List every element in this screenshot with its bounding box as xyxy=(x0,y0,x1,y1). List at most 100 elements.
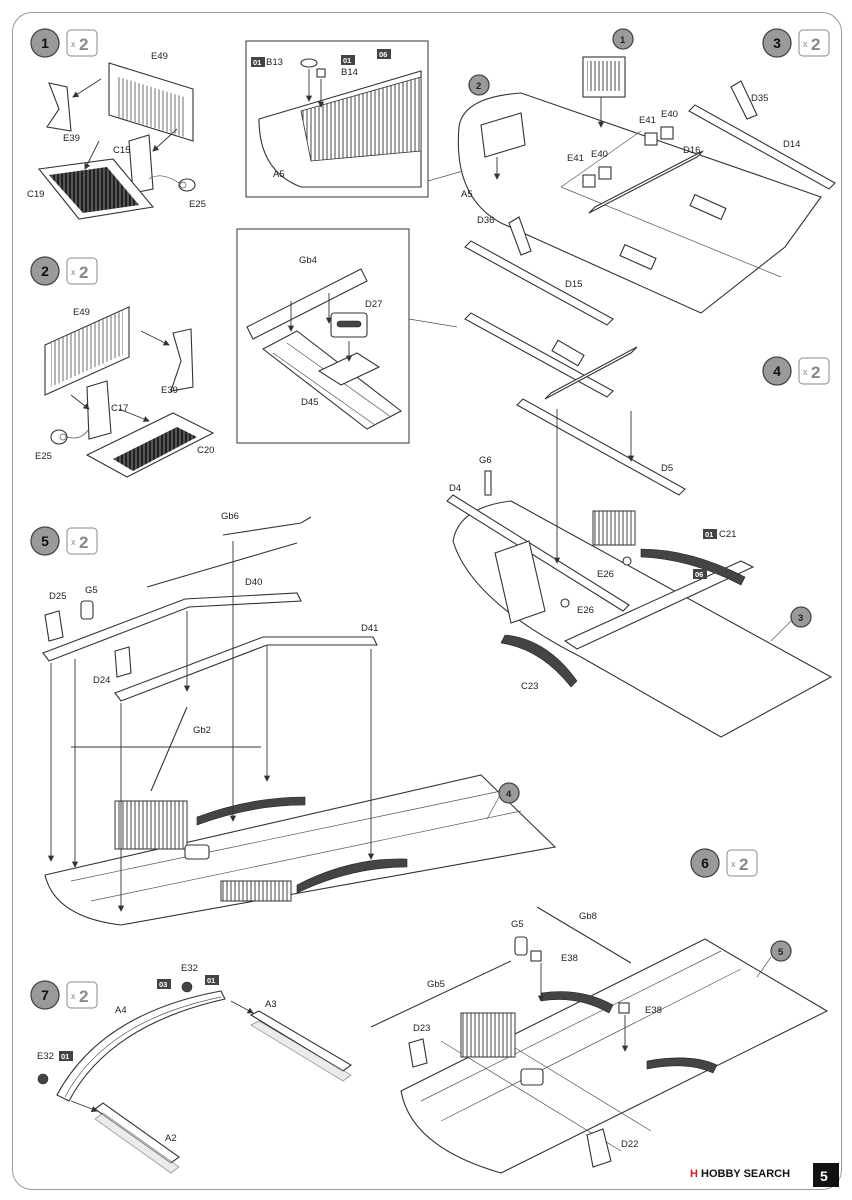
part-d16 xyxy=(588,150,704,214)
svg-text:A3: A3 xyxy=(265,999,277,1010)
svg-text:Gb2: Gb2 xyxy=(193,725,211,736)
svg-text:01: 01 xyxy=(343,56,351,65)
svg-text:2: 2 xyxy=(79,35,88,54)
svg-text:D40: D40 xyxy=(245,577,262,588)
svg-text:01: 01 xyxy=(61,1052,69,1061)
svg-text:E26: E26 xyxy=(577,605,594,616)
svg-text:06: 06 xyxy=(695,570,703,579)
svg-text:7: 7 xyxy=(41,987,49,1003)
svg-text:E39: E39 xyxy=(161,385,178,396)
svg-text:E25: E25 xyxy=(35,451,52,462)
part-d22 xyxy=(586,1128,612,1168)
part-e39 xyxy=(46,82,72,132)
svg-text:D35: D35 xyxy=(751,93,768,104)
page-number: 5 xyxy=(820,1168,828,1184)
svg-text:D22: D22 xyxy=(621,1139,638,1150)
step-1-badge: 1 x 2 xyxy=(30,28,98,58)
assembly-diagram: 1 x 2 E49 E39 C15 C19 E25 01 B13 xyxy=(27,28,839,1187)
step-3: 3 x 2 A5 1 2 D35 D14 E40 E41 xyxy=(457,28,836,326)
svg-text:5: 5 xyxy=(778,947,784,958)
svg-text:Gb4: Gb4 xyxy=(299,255,317,266)
svg-text:D25: D25 xyxy=(49,591,66,602)
svg-text:D45: D45 xyxy=(301,397,318,408)
step-3-badge: 3 x 2 xyxy=(762,28,830,58)
part-e41-b xyxy=(582,174,596,188)
svg-text:A2: A2 xyxy=(165,1133,177,1144)
svg-text:06: 06 xyxy=(379,50,387,59)
step-2: 2 x 2 E49 E39 C17 C20 E25 xyxy=(30,256,214,478)
part-a4 xyxy=(56,990,226,1102)
svg-text:E49: E49 xyxy=(151,51,168,62)
chassis-step6 xyxy=(400,938,829,1174)
svg-text:D41: D41 xyxy=(361,623,378,634)
svg-text:x: x xyxy=(803,367,808,377)
step-5: 5 x 2 Gb6 D40 D41 D25 G5 D24 Gb2 xyxy=(30,511,557,926)
part-d4 xyxy=(446,494,630,612)
svg-text:C19: C19 xyxy=(27,189,44,200)
part-e41-a xyxy=(644,132,658,146)
instruction-sheet: 1 x 2 E49 E39 C15 C19 E25 01 B13 xyxy=(12,12,842,1190)
svg-text:E26: E26 xyxy=(597,569,614,580)
part-d23 xyxy=(408,1038,428,1068)
svg-text:x: x xyxy=(71,267,76,277)
part-g5 xyxy=(80,600,94,620)
svg-text:G5: G5 xyxy=(511,919,524,930)
step-4-badge: 4 x 2 xyxy=(762,356,830,386)
part-d36 xyxy=(508,216,532,256)
svg-text:x: x xyxy=(71,537,76,547)
svg-text:3: 3 xyxy=(773,35,781,51)
svg-text:A4: A4 xyxy=(115,1005,127,1016)
inset-gb4-d27: Gb4 D27 D45 xyxy=(236,228,458,444)
step-7: 7 x 2 A4 03 01 E32 E32 01 A3 A2 xyxy=(30,963,352,1174)
svg-text:D27: D27 xyxy=(365,299,382,310)
part-a3 xyxy=(249,1010,352,1072)
inset-a5-detail: 01 B13 01 B14 06 A5 xyxy=(245,40,464,198)
svg-text:D5: D5 xyxy=(661,463,673,474)
svg-text:E32: E32 xyxy=(37,1051,54,1062)
svg-text:E32: E32 xyxy=(181,963,198,974)
part-d14 xyxy=(688,104,836,190)
part-e26-a xyxy=(622,556,632,566)
svg-text:3: 3 xyxy=(798,613,803,624)
svg-text:4: 4 xyxy=(773,363,781,379)
part-e32-left xyxy=(37,1073,49,1085)
step-7-badge: 7 x 2 xyxy=(30,980,98,1010)
part-d24 xyxy=(114,646,132,678)
part-e40-a xyxy=(660,126,674,140)
part-c23 xyxy=(500,634,578,688)
svg-text:D24: D24 xyxy=(93,675,110,686)
svg-text:C20: C20 xyxy=(197,445,214,456)
watermark-logo: H HOBBY SEARCH xyxy=(690,1168,790,1180)
svg-text:2: 2 xyxy=(79,533,88,552)
svg-text:E39: E39 xyxy=(63,133,80,144)
step-4: 4 x 2 D5 D4 G6 01 C21 06 C23 E26 E2 xyxy=(446,312,833,738)
svg-text:E40: E40 xyxy=(591,149,608,160)
svg-text:5: 5 xyxy=(41,533,49,549)
part-a5-deck xyxy=(457,92,822,314)
part-e26-b xyxy=(560,598,570,608)
part-e38-a xyxy=(530,950,542,962)
part-g6 xyxy=(484,470,492,496)
svg-text:D4: D4 xyxy=(449,483,461,494)
part-e25 xyxy=(178,178,196,192)
svg-text:x: x xyxy=(731,859,736,869)
part-gb8 xyxy=(536,906,632,964)
svg-text:D23: D23 xyxy=(413,1023,430,1034)
svg-text:2: 2 xyxy=(811,363,820,382)
part-d40 xyxy=(42,592,302,662)
svg-text:x: x xyxy=(71,39,76,49)
svg-text:C15: C15 xyxy=(113,145,130,156)
step-6-badge: 6 x 2 xyxy=(690,848,758,878)
svg-text:2: 2 xyxy=(739,855,748,874)
svg-text:Gb5: Gb5 xyxy=(427,979,445,990)
part-g5-step6 xyxy=(514,936,528,956)
brand-text: HOBBY SEARCH xyxy=(701,1168,791,1180)
svg-text:2: 2 xyxy=(476,81,481,92)
svg-text:E25: E25 xyxy=(189,199,206,210)
svg-text:01: 01 xyxy=(705,530,713,539)
step-2-badge: 2 x 2 xyxy=(30,256,98,286)
svg-text:G5: G5 xyxy=(85,585,98,596)
svg-text:E41: E41 xyxy=(639,115,656,126)
svg-text:A5: A5 xyxy=(273,169,285,180)
svg-text:E49: E49 xyxy=(73,307,90,318)
